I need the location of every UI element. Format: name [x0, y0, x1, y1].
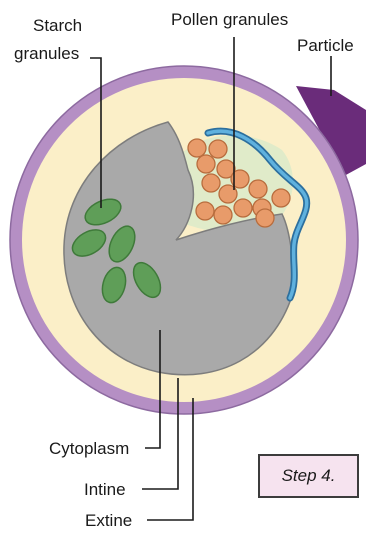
label-starch-line1: Starch — [33, 16, 82, 35]
leader-extine — [147, 398, 193, 520]
label-cytoplasm: Cytoplasm — [49, 439, 129, 458]
label-pollen-granules: Pollen granules — [171, 10, 288, 29]
pollen-granule — [188, 139, 206, 157]
step-label: Step 4. — [282, 466, 336, 486]
label-starch-line2: granules — [14, 44, 79, 63]
pollen-granule — [234, 199, 252, 217]
pollen-granule — [272, 189, 290, 207]
label-particle: Particle — [297, 36, 354, 55]
pollen-granule — [209, 140, 227, 158]
pollen-granule — [197, 155, 215, 173]
pollen-granule — [249, 180, 267, 198]
pollen-granule — [196, 202, 214, 220]
pollen-granule — [202, 174, 220, 192]
label-intine: Intine — [84, 480, 126, 499]
step-box: Step 4. — [258, 454, 359, 498]
pollen-granule — [214, 206, 232, 224]
label-extine: Extine — [85, 511, 132, 530]
pollen-granule — [256, 209, 274, 227]
